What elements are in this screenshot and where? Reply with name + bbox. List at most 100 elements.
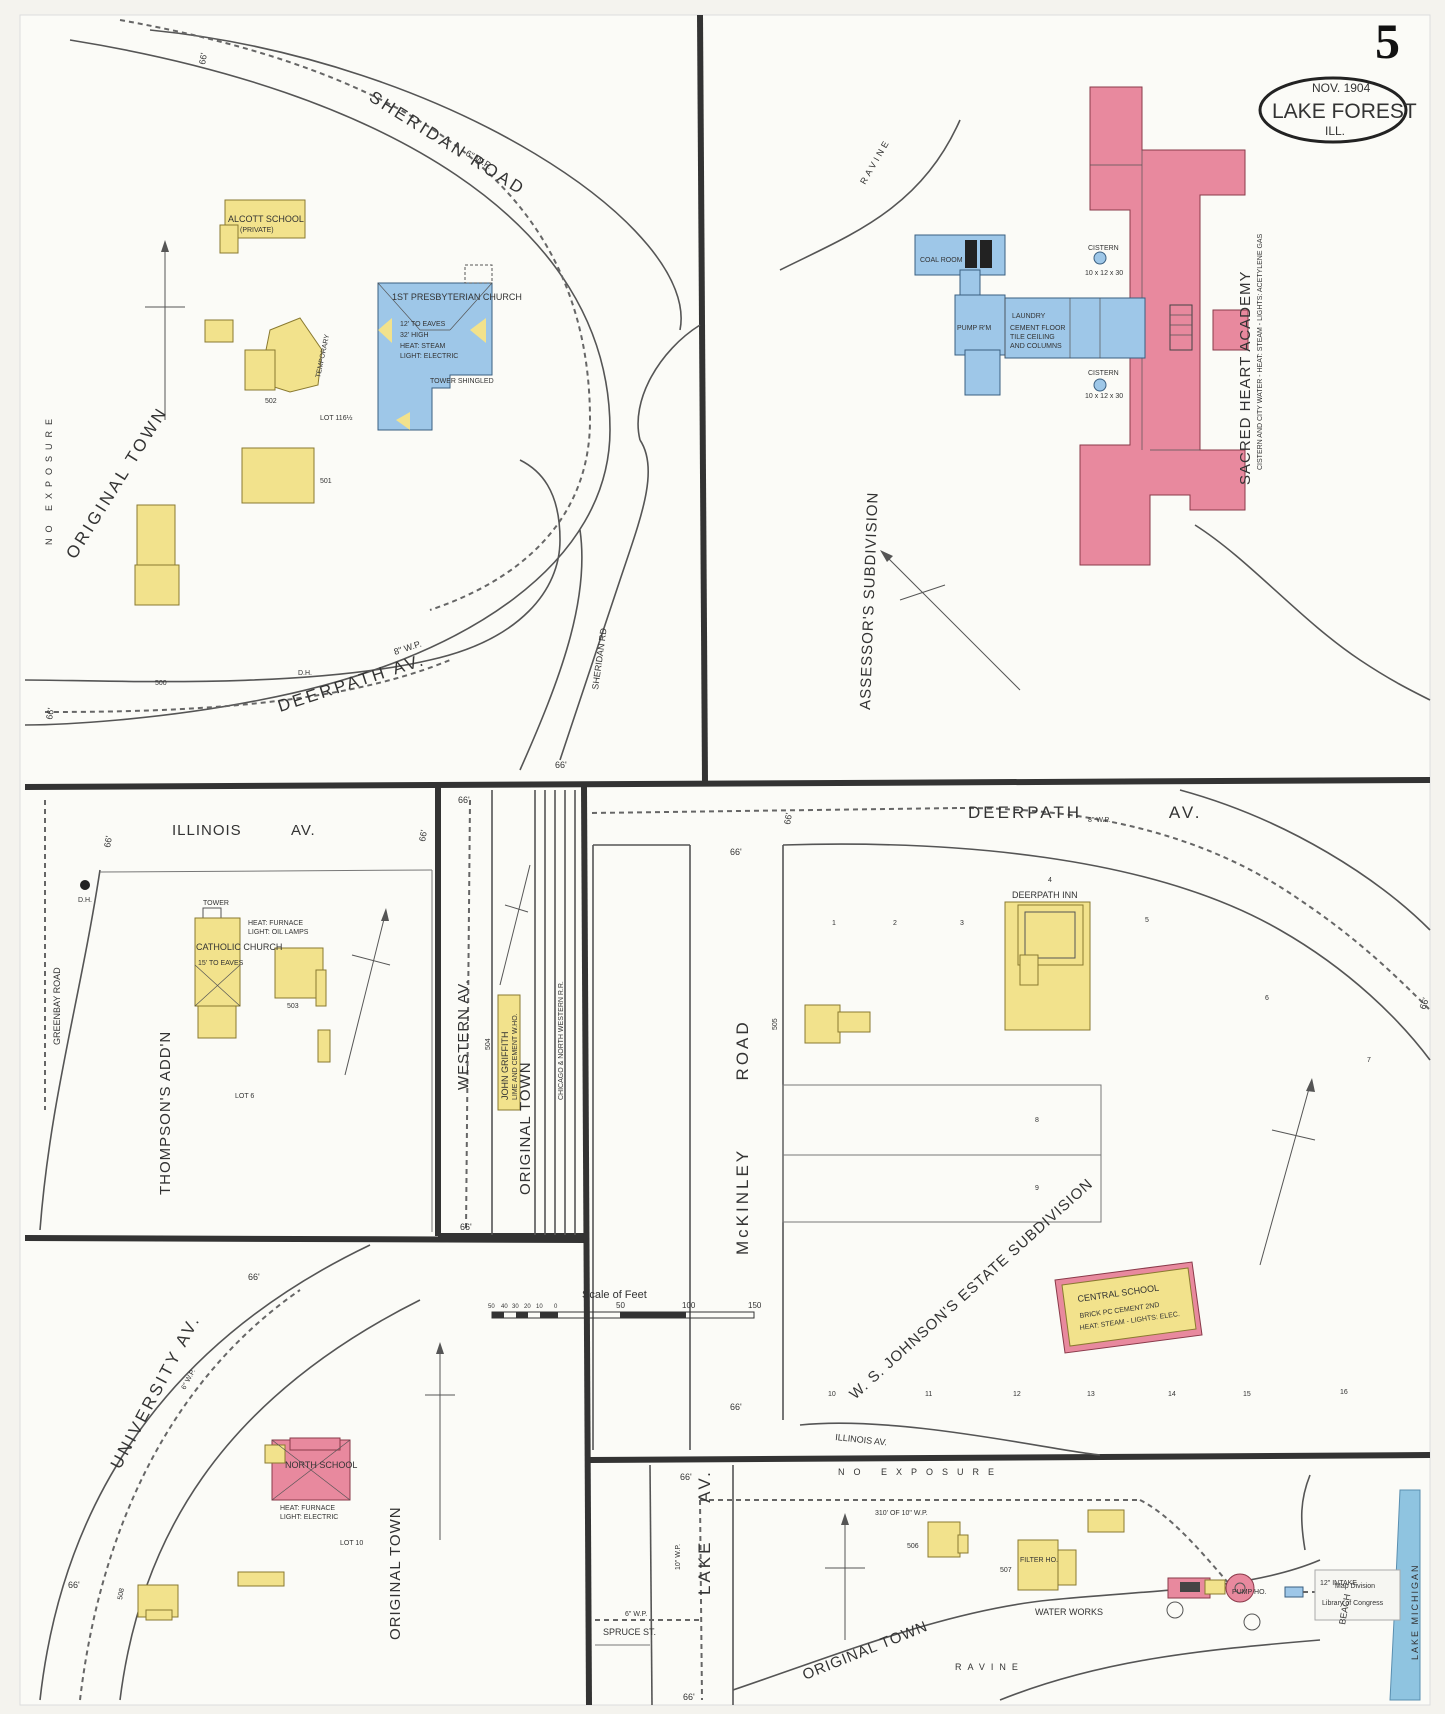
lot-10-label: LOT 10 xyxy=(340,1540,363,1547)
scale-tick-label: 20 xyxy=(524,1304,531,1310)
width-66-13: 66' xyxy=(68,1580,80,1590)
wp-label-6: 6" W.P. xyxy=(625,1611,647,1618)
deerpath-av-label-mid: DEERPATH AV. xyxy=(968,803,1202,822)
ravine-label-bottom: RAVINE xyxy=(955,1662,1024,1672)
greenbay-road-label: GREENBAY ROAD xyxy=(52,967,62,1045)
quadrant-bottom-right xyxy=(595,1464,1421,1706)
catholic-eaves-label: 15' TO EAVES xyxy=(198,960,244,967)
lake-av-label: LAKE AV. xyxy=(695,1469,714,1595)
lot-number: 8 xyxy=(1035,1117,1039,1124)
lot-number: 9 xyxy=(1035,1185,1039,1192)
lot-505: 505 xyxy=(772,1018,779,1030)
lime-cement-label: LIME AND CEMENT W.HO. xyxy=(512,1013,519,1100)
church-note-3: HEAT: STEAM xyxy=(400,343,446,350)
alcott-private-label: (PRIVATE) xyxy=(240,227,274,234)
north-school-label: NORTH SCHOOL xyxy=(285,1460,357,1470)
title-cartouche xyxy=(1258,76,1408,144)
north-light-label: LIGHT: ELECTRIC xyxy=(280,1514,338,1521)
cistern-size-2: 10 x 12 x 30 xyxy=(1085,393,1123,400)
lot-number: 5 xyxy=(1145,917,1149,924)
width-66-10: 66' xyxy=(782,812,794,826)
wp-label-3: 8" W.P. xyxy=(1088,817,1110,824)
railroad-label: CHICAGO & NORTH WESTERN R.R. xyxy=(558,981,565,1100)
western-av-label: WESTERN AV. xyxy=(455,979,472,1090)
lot-506: 506 xyxy=(907,1543,919,1550)
width-66-5: 66' xyxy=(417,829,429,843)
dh-label-top: D.H. xyxy=(298,670,312,677)
quadrant-middle-right xyxy=(591,789,1431,1456)
lot-number: 6 xyxy=(1265,995,1269,1002)
laundry-label: LAUNDRY xyxy=(1012,313,1046,320)
scale-tick-label: 100 xyxy=(682,1301,696,1310)
lot-number: 4 xyxy=(1048,877,1052,884)
scale-tick-label: 50 xyxy=(616,1301,625,1310)
width-66-3: 66' xyxy=(555,760,567,770)
catholic-church-label: CATHOLIC CHURCH xyxy=(196,942,282,952)
no-exposure-tl: NO EXPOSURE xyxy=(44,413,54,545)
pump-ho-label: PUMP HO. xyxy=(1232,1589,1267,1596)
stamp-line-1: Map Division xyxy=(1335,1583,1375,1590)
catholic-heat-label: HEAT: FURNACE xyxy=(248,920,303,927)
lot-number: 14 xyxy=(1168,1391,1176,1398)
width-66-1: 66' xyxy=(197,52,209,66)
thompsons-addn-label: THOMPSON'S ADD'N xyxy=(157,1031,174,1195)
scale-tick-label: 30 xyxy=(512,1304,519,1310)
pump-room-label: PUMP R'M xyxy=(957,325,991,332)
water-works-label: WATER WORKS xyxy=(1035,1607,1103,1617)
lot-number: 10 xyxy=(828,1391,836,1398)
no-exposure-br: NO EXPOSURE xyxy=(838,1467,1003,1477)
scale-tick-label: 40 xyxy=(501,1304,508,1310)
john-griffith-label: JOHN GRIFFITH xyxy=(500,1032,510,1101)
width-66-7: 66' xyxy=(460,1222,472,1232)
width-66-9: 66' xyxy=(730,1402,742,1412)
cistern-size-1: 10 x 12 x 30 xyxy=(1085,270,1123,277)
lot-number: 15 xyxy=(1243,1391,1251,1398)
lot-502: 502 xyxy=(265,398,277,405)
lot-number: 2 xyxy=(893,920,897,927)
lot-508: 508 xyxy=(117,1588,126,1601)
church-note-2: 32' HIGH xyxy=(400,332,429,339)
lot-504: 504 xyxy=(485,1038,492,1050)
width-66-14: 66' xyxy=(680,1472,692,1482)
filter-ho-label: FILTER HO. xyxy=(1020,1557,1058,1564)
alcott-school-label: ALCOTT SCHOOL xyxy=(228,214,304,224)
cistern-label-2: CISTERN xyxy=(1088,370,1119,377)
lot-number: 1 xyxy=(832,920,836,927)
sheet-state: ILL. xyxy=(1325,124,1345,138)
quadrant-top-right xyxy=(779,86,1431,701)
pipe-note-label: 310' OF 10" W.P. xyxy=(875,1510,928,1517)
coal-room-label: COAL ROOM xyxy=(920,257,963,264)
intake-label: 12" INTAKE xyxy=(1320,1580,1357,1587)
lot-116-label: LOT 116½ xyxy=(320,414,353,422)
lot-number: 7 xyxy=(1367,1057,1371,1064)
spruce-st-label: SPRUCE ST. xyxy=(603,1627,656,1637)
lot-6-label: LOT 6 xyxy=(235,1093,254,1100)
width-66-12: 66' xyxy=(248,1272,260,1282)
original-town-rr: ORIGINAL TOWN xyxy=(517,1061,534,1195)
width-66-8: 66' xyxy=(730,847,742,857)
sacred-heart-label: SACRED HEART ACADEMY xyxy=(1237,271,1254,486)
lot-number: 16 xyxy=(1340,1389,1348,1396)
block-dividers xyxy=(24,14,1431,1706)
sheet-date: NOV. 1904 xyxy=(1312,81,1371,95)
lot-501: 501 xyxy=(320,478,332,485)
laundry-note-2: TILE CEILING xyxy=(1010,334,1055,341)
lot-503: 503 xyxy=(287,1003,299,1010)
width-66-2: 66' xyxy=(44,707,56,721)
church-note-4: LIGHT: ELECTRIC xyxy=(400,353,458,360)
stamp-line-2: Library of Congress xyxy=(1322,1600,1384,1607)
scale-tick-label: 150 xyxy=(748,1301,762,1310)
dh-label-mid: D.H. xyxy=(78,897,92,904)
church-note-1: 12' TO EAVES xyxy=(400,321,446,328)
deerpath-inn-label: DEERPATH INN xyxy=(1012,890,1078,900)
lot-number: 3 xyxy=(960,920,964,927)
wp-label-5: 10" W.P. xyxy=(675,1544,682,1570)
library-stamp xyxy=(1314,1569,1401,1621)
tower-shingled-label: TOWER SHINGLED xyxy=(430,378,494,385)
width-66-4: 66' xyxy=(102,835,114,849)
lot-507: 507 xyxy=(1000,1567,1012,1574)
lot-number: 12 xyxy=(1013,1391,1021,1398)
laundry-note-3: AND COLUMNS xyxy=(1010,343,1062,350)
